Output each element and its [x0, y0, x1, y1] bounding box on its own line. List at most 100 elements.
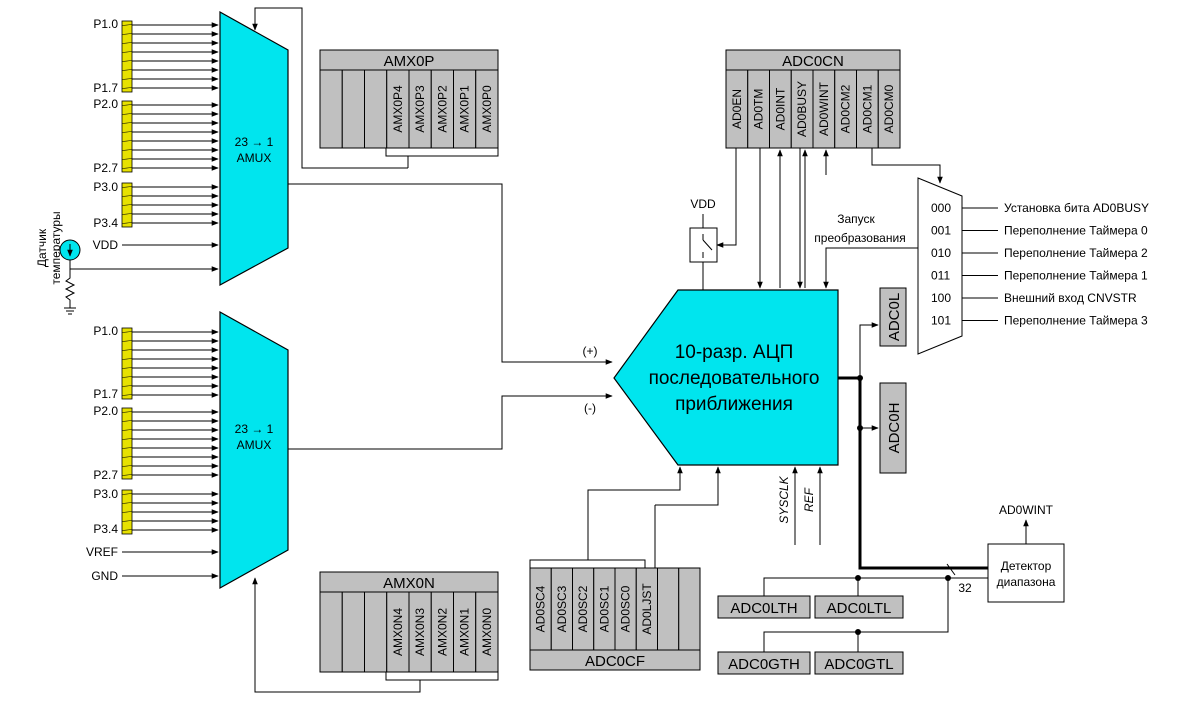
amx0p-bit-cell — [341, 69, 365, 149]
amux-top-pin-hatch — [121, 149, 133, 151]
adc0cf-ljst-wire — [655, 466, 721, 506]
junction-dot-3 — [855, 575, 861, 581]
amux-top-pin-hatch — [121, 42, 133, 44]
switch-lever — [702, 239, 713, 251]
amux-top-pin-hatch — [121, 195, 133, 197]
amux-bottom-pin-hatch — [121, 502, 133, 504]
adc0cf-bit-label: AD0SC2 — [576, 585, 590, 632]
ltl-bus-wire — [763, 577, 988, 596]
adc0h-label: ADC0H — [886, 403, 903, 454]
amx0n-bit-label: AMX0N4 — [391, 608, 405, 656]
sysclk-label: SYSCLK — [777, 475, 791, 523]
amux-bottom-pin-hatch — [121, 349, 133, 351]
amx0n-bit-label: AMX0N3 — [413, 608, 427, 656]
junction-dot — [857, 375, 863, 381]
amux-top-pin-hatch — [121, 69, 133, 71]
amx0p-bit-label: AMX0P4 — [391, 85, 405, 133]
amx0n-bit-cell — [341, 591, 365, 673]
amux-bottom-pin-hatch — [121, 394, 133, 396]
adc0cn-bit-label: AD0TM — [752, 89, 766, 130]
amux-bottom-pin-hatch — [121, 474, 133, 476]
amux-top-shape — [219, 10, 289, 287]
adc0cn-bit-label: AD0INT — [773, 87, 787, 130]
adc0cf-clock-wire — [587, 466, 683, 560]
amux-bottom-pin-hatch — [121, 420, 133, 422]
amx0n-title: AMX0N — [383, 575, 435, 592]
ref-label: REF — [802, 487, 816, 512]
minus-input-wire — [288, 393, 613, 450]
adc-output-bus — [838, 376, 988, 570]
amx0n-bit-label: AMX0N1 — [458, 608, 472, 656]
junction-dot-2 — [857, 425, 863, 431]
amx0n-bracket — [385, 672, 499, 681]
conv-source-code: 011 — [931, 269, 950, 283]
adc0cn-bit-cell — [877, 69, 901, 149]
adc0cf-bit-label: AD0SC0 — [619, 585, 633, 632]
adc0cn-bit-label: AD0BUSY — [795, 81, 809, 137]
pin-label-p1-7-b: P1.7 — [93, 387, 118, 401]
adc0cf-bit-label: AD0SC4 — [534, 585, 548, 632]
amux-top-pin-connector-0 — [121, 20, 133, 93]
start-conv-label-2: преобразования — [814, 231, 905, 245]
pin-label-vref: VREF — [86, 545, 118, 559]
pin-label-p2-7-b: P2.7 — [93, 468, 118, 482]
adc0cf-bit-label: AD0SC1 — [597, 585, 611, 632]
conv-source-desc: Установка бита AD0BUSY — [1004, 201, 1149, 215]
amux-bottom-pin-hatch — [121, 385, 133, 387]
conv-source-desc: Переполнение Таймера 0 — [1004, 224, 1148, 238]
bus-width-label: 32 — [958, 581, 972, 595]
amx0p-bit-label: AMX0P1 — [458, 85, 472, 133]
adc0ltl-label: ADC0LTL — [827, 600, 892, 617]
temp-sensor-label-2: температуры — [49, 211, 63, 284]
amux-bottom-pin-hatch — [121, 447, 133, 449]
adc0cn-bit-label: AD0WINT — [817, 81, 831, 136]
window-detector-label: Детектор — [1001, 559, 1052, 573]
conv-source-desc: Переполнение Таймера 3 — [1004, 314, 1148, 328]
bus-width-tick — [946, 563, 956, 576]
amx0p-bit-label: AMX0P0 — [480, 85, 494, 133]
conv-source-code: 010 — [931, 246, 951, 260]
adc0cf-bit-label: AD0LJST — [640, 583, 654, 635]
amux-bottom-label-2: AMUX — [237, 438, 272, 452]
amx0n-bit-cell — [364, 591, 388, 673]
amux-bottom-pin-connector-1 — [121, 407, 133, 480]
start-conv-label: Запуск — [837, 212, 875, 226]
amux-bottom-pins — [121, 327, 219, 535]
pin-label-p3-0: P3.0 — [93, 180, 118, 194]
amx0p-select-wire — [252, 7, 408, 169]
amux-top-pin-hatch — [121, 60, 133, 62]
amux-bottom-pin-hatch — [121, 429, 133, 431]
adc0cf-bit-label: AD0SC3 — [555, 585, 569, 632]
adc0cn-title: ADC0CN — [782, 53, 844, 70]
amx0p-bit-cell — [319, 69, 343, 149]
amux-top-pin-hatch — [121, 213, 133, 215]
amux-top-pin-hatch — [121, 122, 133, 124]
window-detector-label-2: диапазона — [997, 575, 1056, 589]
adc0gtl-label: ADC0GTL — [824, 656, 893, 673]
amux-bottom-shape — [219, 310, 289, 590]
pin-label-vdd: VDD — [93, 238, 119, 252]
conv-source-desc: Переполнение Таймера 2 — [1004, 246, 1148, 260]
amux-bottom-label: 23 → 1 — [235, 422, 274, 436]
amx0p-bit-cell — [475, 69, 499, 149]
amux-top-label-2: AMUX — [237, 151, 272, 165]
amx0n-bit-cell — [319, 591, 343, 673]
amux-bottom-pin-hatch — [121, 438, 133, 440]
amx0p-bracket — [385, 148, 499, 157]
amux-bottom-pin-hatch — [121, 511, 133, 513]
amux-bottom: 23 → 1 AMUX P1.0 P1.7 P2.0 P2.7 P3.0 P3.… — [86, 310, 289, 590]
ad0wint-out-label: AD0WINT — [999, 503, 1054, 517]
result-registers: ADC0L ADC0H — [879, 287, 907, 474]
adc0h-register — [879, 382, 907, 474]
adc-core-title-3: приближения — [675, 394, 793, 415]
pin-label-p3-4-b: P3.4 — [93, 522, 118, 536]
conv-source-code: 101 — [931, 314, 951, 328]
amux-top-pin-hatch — [121, 186, 133, 188]
amux-bottom-pin-hatch — [121, 331, 133, 333]
ad0en-wire — [716, 148, 737, 248]
junction-dot-4 — [855, 629, 861, 635]
start-mux-shape — [917, 177, 963, 355]
amx0p-bit-label: AMX0P2 — [435, 85, 449, 133]
